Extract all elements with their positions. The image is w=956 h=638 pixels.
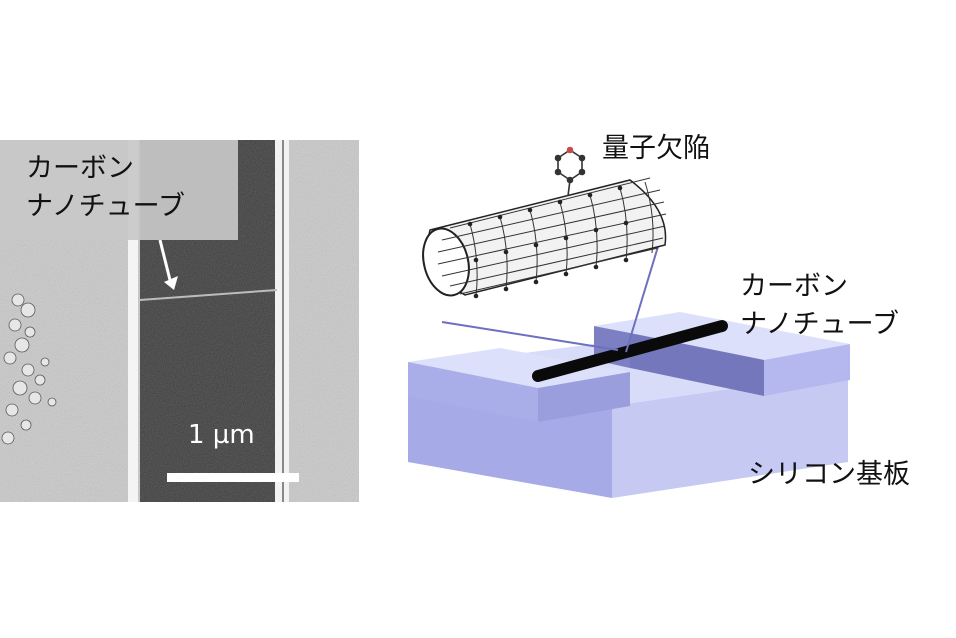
quantum-defect-molecule-icon: [554, 146, 586, 197]
sem-label-box: カーボン ナノチューブ: [0, 140, 238, 240]
sem-label-line1: カーボン: [26, 153, 134, 184]
scale-bar-label: 1 µm: [188, 420, 255, 450]
scale-bar: [167, 473, 299, 482]
sem-micrograph: カーボン ナノチューブ 1 µm: [0, 140, 359, 502]
cnt-label-line2: ナノチューブ: [740, 309, 900, 340]
arrow-icon: [158, 239, 178, 290]
schematic-drawing: [408, 146, 850, 498]
electrode-edge-left: [128, 140, 138, 502]
debris-particles: [1, 293, 57, 445]
device-schematic: 量子欠陥 カーボン ナノチューブ シリコン基板: [380, 100, 940, 524]
electrode-block-left: [408, 348, 630, 422]
nanotube-model: [422, 177, 667, 299]
cnt-label: カーボン ナノチューブ: [740, 268, 899, 344]
nanotube-line: [139, 289, 278, 301]
substrate-label: シリコン基板: [748, 459, 910, 490]
carbon-nanotube-bar: [532, 320, 728, 382]
zoom-line-left: [441, 321, 619, 351]
zoom-line-right: [625, 239, 661, 353]
electrode-block-right: [594, 312, 850, 396]
cnt-label-line1: カーボン: [740, 271, 848, 302]
quantum-defect-label: 量子欠陥: [602, 133, 710, 164]
sem-label-line2: ナノチューブ: [26, 191, 186, 222]
